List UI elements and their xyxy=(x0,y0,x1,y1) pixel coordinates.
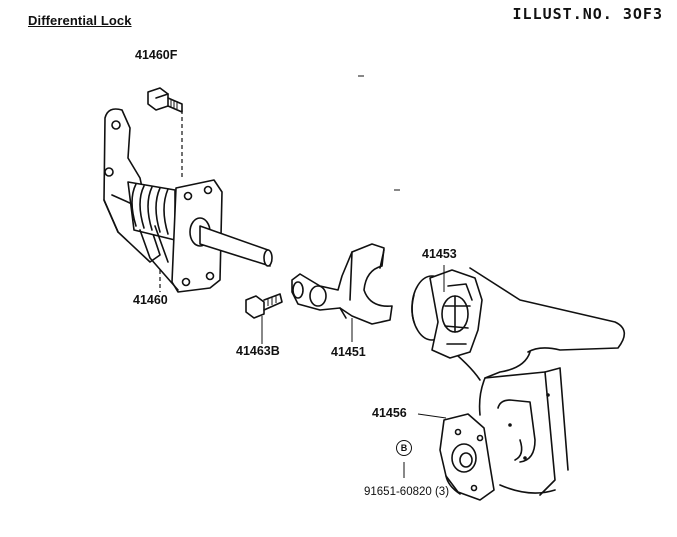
diagram-title: Differential Lock xyxy=(28,13,132,28)
spline-nut-41453 xyxy=(411,269,483,359)
label-41451: 41451 xyxy=(331,345,366,359)
label-41463B: 41463B xyxy=(236,344,280,358)
leader-lines xyxy=(261,265,447,478)
shift-fork-41451 xyxy=(291,243,393,325)
bolt-41460F xyxy=(147,87,183,113)
flange-41456 xyxy=(439,413,495,501)
axle-housing xyxy=(444,267,626,496)
label-41456: 41456 xyxy=(372,406,407,420)
label-41460: 41460 xyxy=(133,293,168,307)
bolt-marker-circle: B xyxy=(396,440,412,456)
label-91651-60820: 91651-60820 (3) xyxy=(364,486,450,498)
label-41460F: 41460F xyxy=(135,48,178,62)
illustration-number: ILLUST.NO. 3OF3 xyxy=(512,5,663,23)
label-41453: 41453 xyxy=(422,247,457,261)
bolt-41463B xyxy=(245,293,283,319)
actuator-41460 xyxy=(103,108,273,293)
